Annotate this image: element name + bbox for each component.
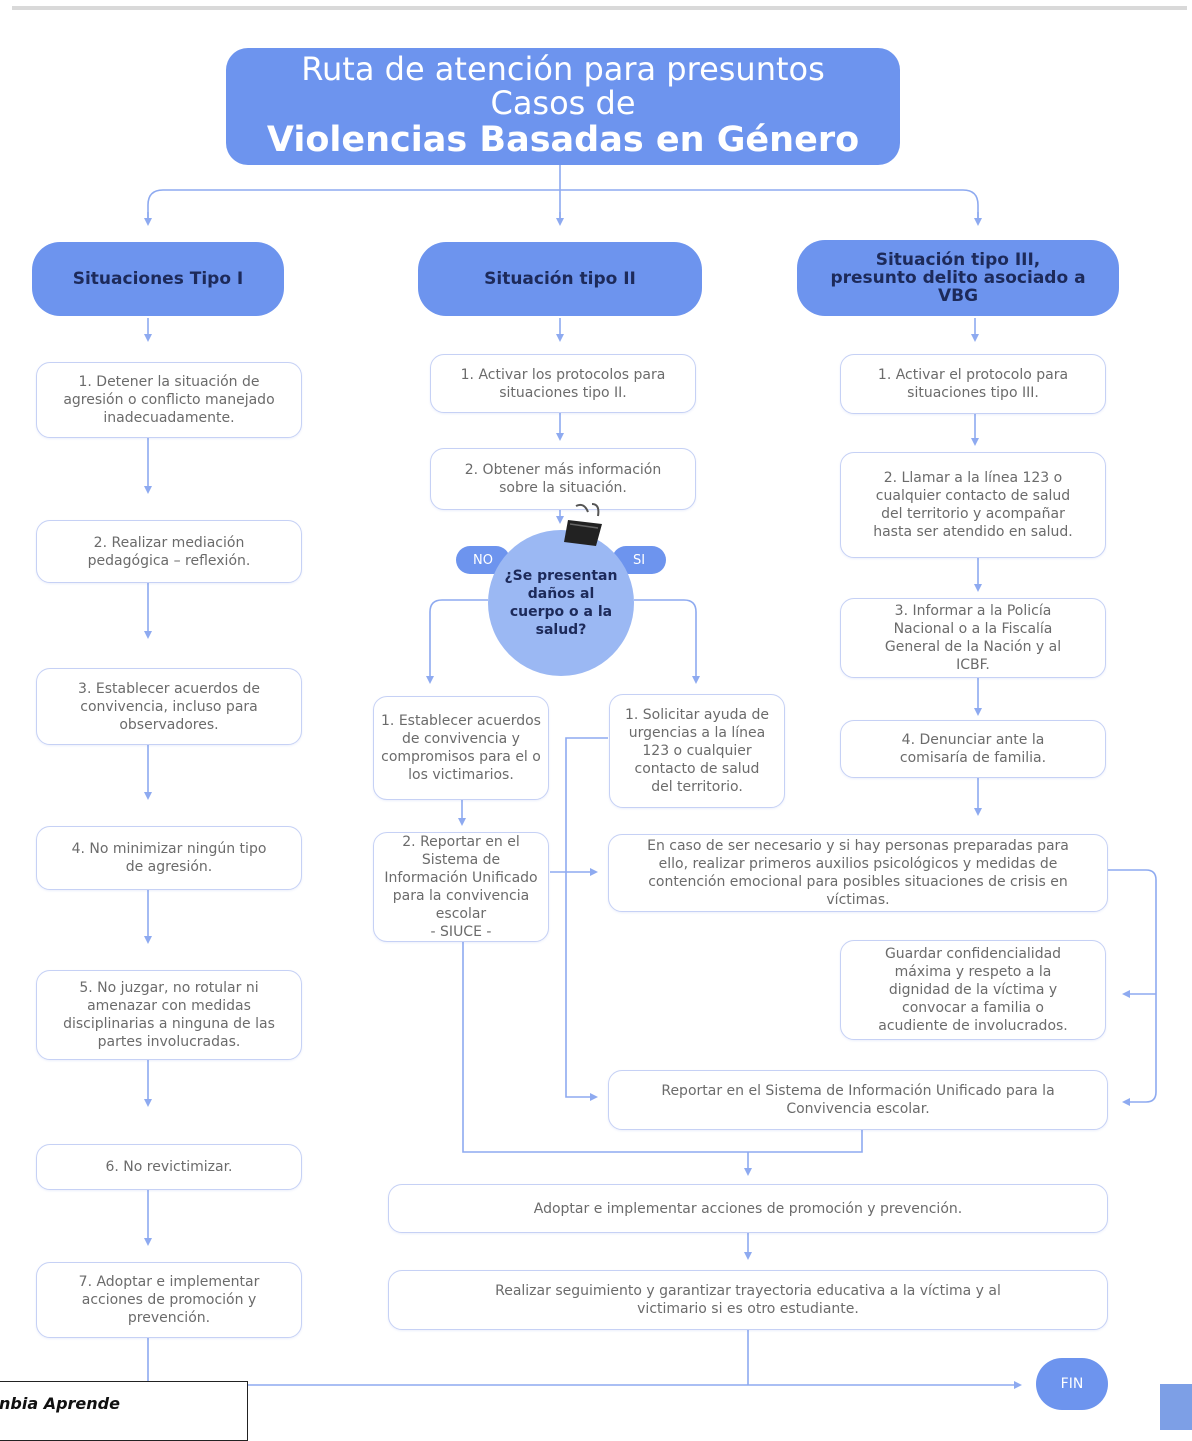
- decision-question: ¿Se presentan daños al cuerpo o a la sal…: [488, 530, 634, 676]
- adoptar-acciones-step: Adoptar e implementar acciones de promoc…: [388, 1184, 1108, 1233]
- diagram-title: Ruta de atención para presuntos Casos de…: [226, 48, 900, 165]
- header-situacion-tipo-3: Situación tipo III, presunto delito asoc…: [797, 240, 1119, 316]
- tipo1-step-3: 3. Establecer acuerdos de convivencia, i…: [36, 668, 302, 745]
- source-caption: nbia Aprende: [0, 1381, 248, 1441]
- tipo2-step-2: 2. Obtener más información sobre la situ…: [430, 448, 696, 510]
- tipo3-step-4: 4. Denunciar ante la comisaría de famili…: [840, 720, 1106, 778]
- primeros-auxilios-step: En caso de ser necesario y si hay person…: [608, 834, 1108, 912]
- tipo1-step-1: 1. Detener la situación de agresión o co…: [36, 362, 302, 438]
- tipo1-step-5: 5. No juzgar, no rotular ni amenazar con…: [36, 970, 302, 1060]
- title-line-1: Ruta de atención para presuntos Casos de: [301, 50, 825, 122]
- tipo3-step-2: 2. Llamar a la línea 123 o cualquier con…: [840, 452, 1106, 558]
- title-line-2: Violencias Basadas en Género: [266, 120, 860, 160]
- header-situaciones-tipo-1: Situaciones Tipo I: [32, 242, 284, 316]
- tipo3-step-3: 3. Informar a la Policía Nacional o a la…: [840, 598, 1106, 678]
- confidencialidad-step: Guardar confidencialidad máxima y respet…: [840, 940, 1106, 1040]
- tipo1-step-2: 2. Realizar mediación pedagógica – refle…: [36, 520, 302, 583]
- header-situacion-tipo-2: Situación tipo II: [418, 242, 702, 316]
- binder-clip-icon: [564, 503, 602, 546]
- seguimiento-step: Realizar seguimiento y garantizar trayec…: [388, 1270, 1108, 1330]
- tipo1-step-7: 7. Adoptar e implementar acciones de pro…: [36, 1262, 302, 1338]
- tipo2-step-1: 1. Activar los protocolos para situacion…: [430, 354, 696, 413]
- tipo1-step-6: 6. No revictimizar.: [36, 1144, 302, 1190]
- tipo2-no-step-1: 1. Establecer acuerdos de convivencia y …: [373, 696, 549, 800]
- corner-decoration: [1160, 1384, 1192, 1430]
- tipo3-step-1: 1. Activar el protocolo para situaciones…: [840, 354, 1106, 414]
- tipo2-si-step-1: 1. Solicitar ayuda de urgencias a la lín…: [609, 694, 785, 808]
- tipo2-no-step-2: 2. Reportar en el Sistema de Información…: [373, 832, 549, 942]
- top-divider: [12, 6, 1187, 10]
- end-node: FIN: [1036, 1358, 1108, 1410]
- reportar-siuce-step: Reportar en el Sistema de Información Un…: [608, 1070, 1108, 1130]
- tipo1-step-4: 4. No minimizar ningún tipo de agresión.: [36, 826, 302, 890]
